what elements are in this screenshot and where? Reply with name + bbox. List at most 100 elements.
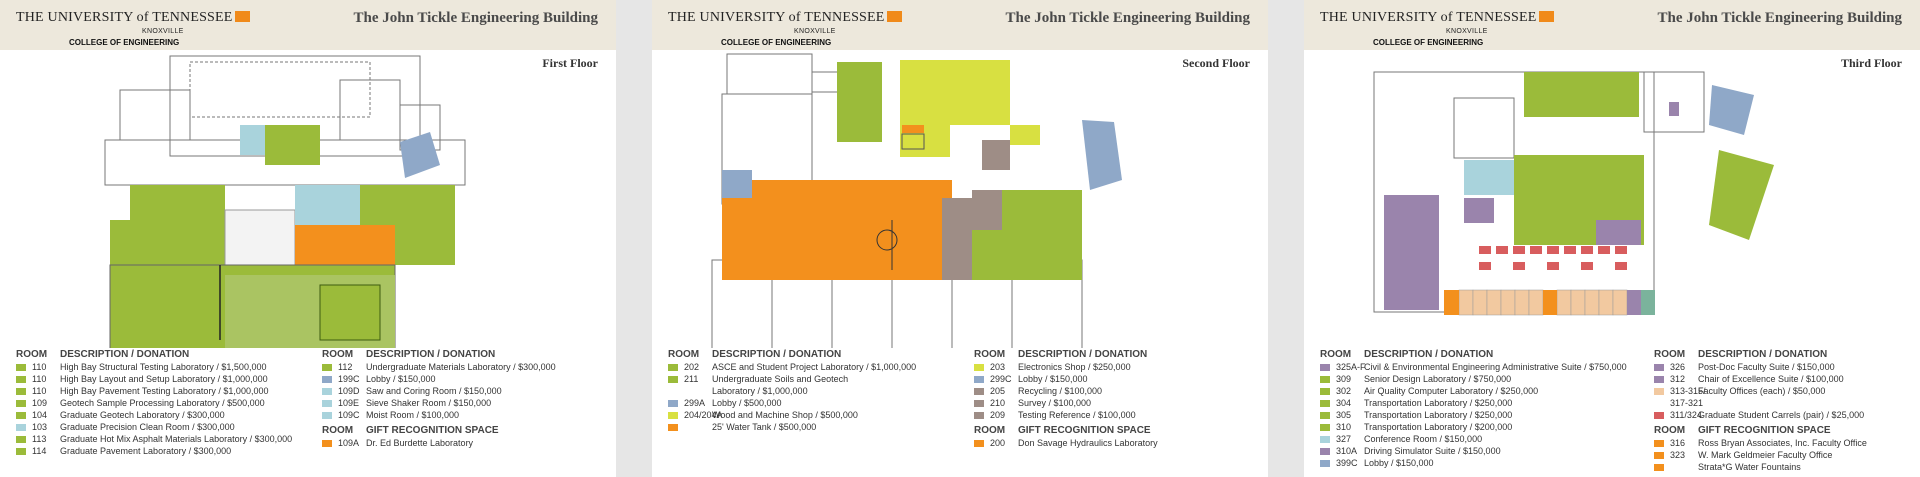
legend-row: Laboratory / $1,000,000 [668,386,968,398]
room-number: 210 [990,398,1006,408]
room-description: W. Mark Geldmeier Faculty Office [1698,450,1833,460]
power-t-icon [886,11,902,22]
color-swatch [668,424,678,431]
room-description: Chair of Excellence Suite / $100,000 [1698,374,1844,384]
color-swatch [16,424,26,431]
room-description: Lobby / $150,000 [1364,458,1434,468]
color-swatch [1320,400,1330,407]
college-label: COLLEGE OF ENGINEERING [1373,38,1484,47]
room-number: 304 [1336,398,1352,408]
floor-title: Second Floor [1182,56,1250,70]
room-number: 109E [338,398,360,408]
room-description: Lobby / $150,000 [1018,374,1088,384]
building-title: The John Tickle Engineering Building [353,10,598,26]
room-description: Laboratory / $1,000,000 [712,386,808,396]
room-description: Graduate Student Carrels (pair) / $25,00… [1698,410,1865,420]
room-number: 113 [32,434,47,444]
room-number: 104 [32,410,48,420]
color-swatch [974,376,984,383]
color-swatch [1654,464,1664,471]
color-swatch [974,388,984,395]
room-number: 110 [32,386,47,396]
room-description: Civil & Environmental Engineering Admini… [1364,362,1627,372]
color-swatch [322,388,332,395]
color-swatch [16,412,26,419]
description-header: DESCRIPTION / DONATION [712,349,842,360]
room-description: Conference Room / $150,000 [1364,434,1483,444]
room-number: 103 [32,422,48,432]
room-number: 310A [1336,446,1358,456]
room-number: 205 [990,386,1006,396]
floor-plan-third [1373,71,1774,316]
legend-row: 25' Water Tank / $500,000 [668,422,968,434]
floor-title: Third Floor [1840,56,1902,70]
room-number: 203 [990,362,1006,372]
room-number: 109A [338,438,360,448]
color-swatch [1320,460,1330,467]
room-description: Faculty Offices (each) / $50,000 [1698,386,1826,396]
room-number: 313-315/ [1670,386,1706,396]
floor-panel-first: THE UNIVERSITY of TENNESSEE KNOXVILLE CO… [0,0,616,477]
room-number: 305 [1336,410,1352,420]
color-swatch [1654,376,1664,383]
room-number: 327 [1336,434,1352,444]
description-header: DESCRIPTION / DONATION [60,349,190,360]
room-description: Testing Reference / $100,000 [1018,410,1136,420]
room-number: 109D [338,386,360,396]
color-swatch [1320,436,1330,443]
power-t-icon [1538,11,1554,22]
room-description: Moist Room / $100,000 [366,410,460,420]
color-swatch [322,440,332,447]
color-swatch [16,448,26,455]
room-description: Don Savage Hydraulics Laboratory [1018,438,1158,448]
university-name: THE UNIVERSITY of TENNESSEE [16,10,233,25]
room-number: 316 [1670,438,1686,448]
university-name: THE UNIVERSITY of TENNESSEE [668,10,885,25]
room-description: Graduate Geotech Laboratory / $300,000 [60,410,225,420]
room-header: ROOM [1654,425,1686,436]
room-number: 114 [32,446,47,456]
room-description: Post-Doc Faculty Suite / $150,000 [1698,362,1835,372]
legend-row: 104 Graduate Geotech Laboratory / $300,00… [16,410,316,422]
room-description: Senior Design Laboratory / $750,000 [1364,374,1512,384]
room-number: 204/204A [684,410,723,420]
color-swatch [1654,440,1664,447]
legend-row: 327 Conference Room / $150,000 [1320,434,1650,446]
legend-row: 313-315/Faculty Offices (each) / $50,000 [1654,386,1916,398]
gift-recognition-header: GIFT RECOGNITION SPACE [1018,425,1151,436]
legend-row: 317-321 [1654,398,1916,410]
legend-rows: 202 ASCE and Student Project Laboratory /… [668,362,968,434]
color-swatch [322,400,332,407]
color-swatch [668,400,678,407]
room-number: 299A [684,398,706,408]
room-number: 202 [684,362,700,372]
color-swatch [1654,364,1664,371]
color-swatch [1320,364,1330,371]
room-description: Geotech Sample Processing Laboratory / $… [60,398,265,408]
room-description: ASCE and Student Project Laboratory / $1… [712,362,917,372]
